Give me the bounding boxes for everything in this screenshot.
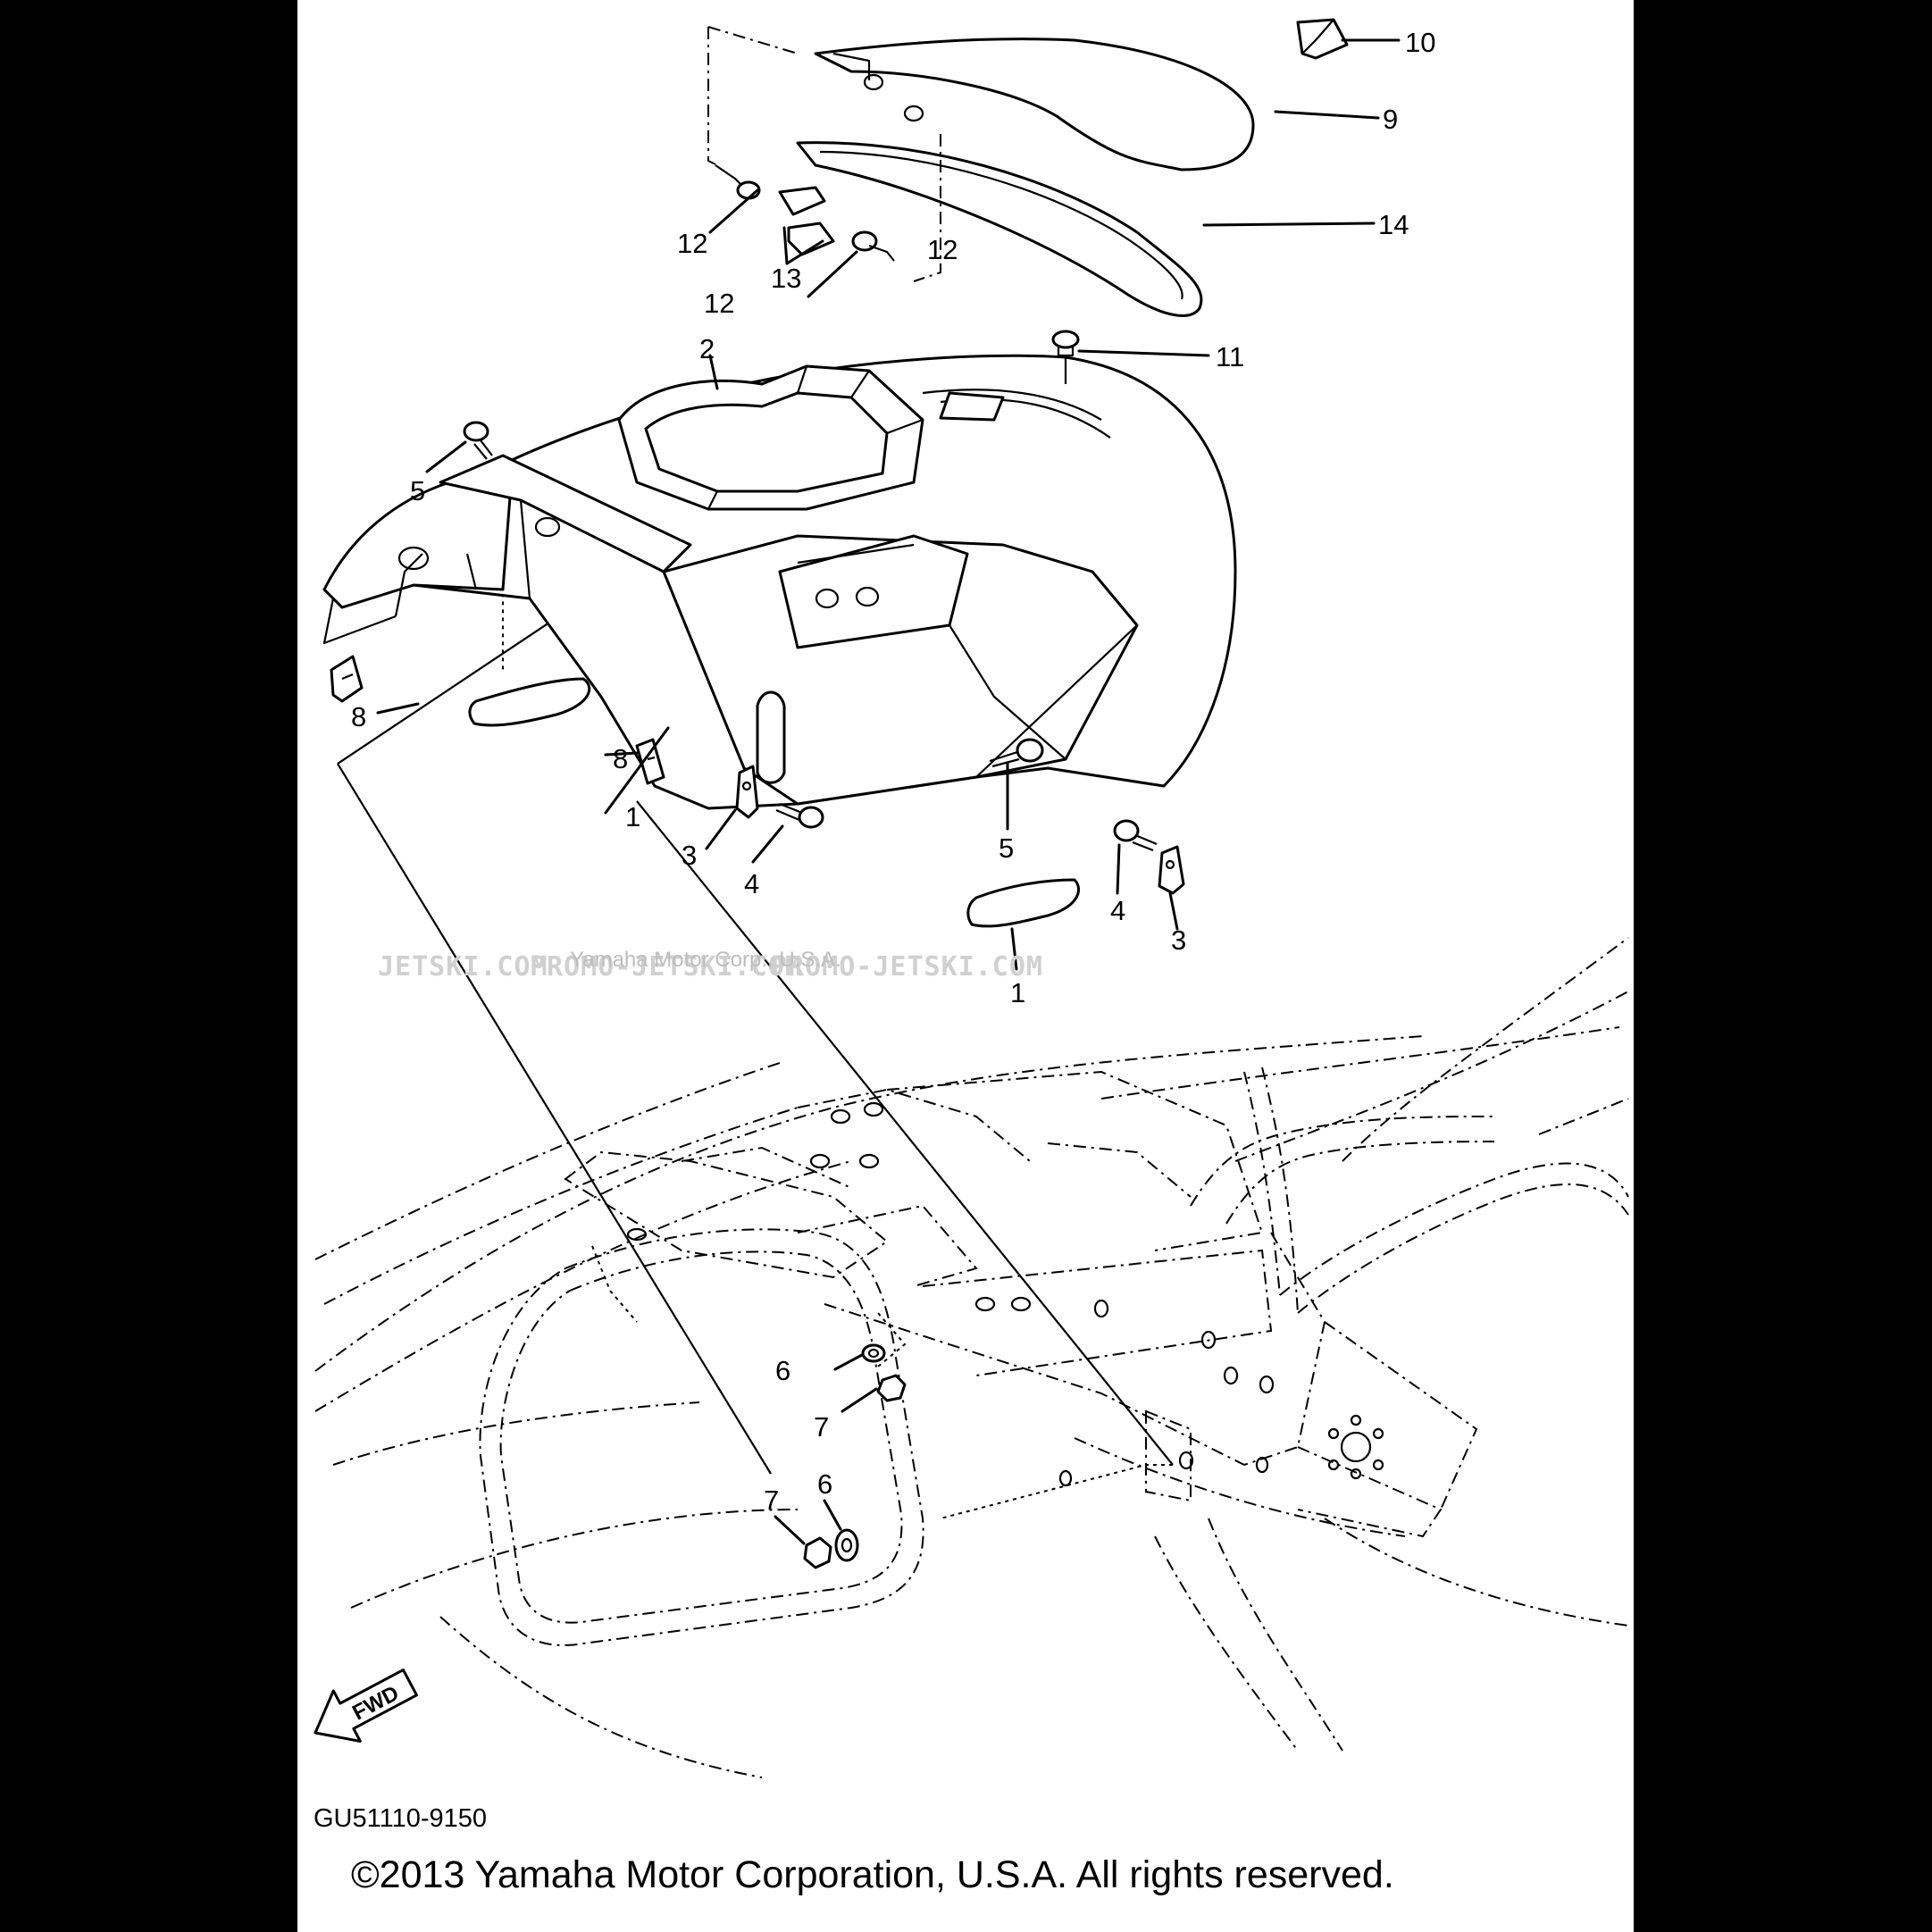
watermark: JETSKI.COM PROMO-JETSKI.COM PROMO-JETSKI… xyxy=(378,948,1043,983)
callout-7-b: 7 xyxy=(764,1485,779,1516)
part-6-washer-icon xyxy=(861,1343,886,1363)
watermark-left: JETSKI.COM xyxy=(378,951,548,983)
callout-14: 14 xyxy=(1378,209,1409,240)
callout-2: 2 xyxy=(699,333,715,364)
callout-leader-lines xyxy=(376,38,1401,1545)
callout-8-b: 8 xyxy=(613,743,628,774)
part-3-bracket-icon xyxy=(1158,845,1185,895)
part-7-nut-icon xyxy=(803,1536,832,1569)
callout-7-a: 7 xyxy=(814,1411,829,1443)
part-5-bolt-icon xyxy=(989,738,1044,768)
rear-cover-assembly xyxy=(322,354,1237,810)
part-3-bracket-icon xyxy=(735,765,759,819)
seat-gasket-14 xyxy=(796,141,1203,317)
callout-12-c: 12 xyxy=(704,288,734,319)
callout-3-b: 3 xyxy=(1171,924,1186,956)
part-7-nut-icon xyxy=(876,1374,907,1402)
seat-cushion-9 xyxy=(814,38,1255,171)
watermark-faint: Yamaha Motor Corp., U.S.A. xyxy=(570,948,841,972)
callout-11: 11 xyxy=(1216,341,1244,372)
part-10-cap-icon xyxy=(1296,18,1349,60)
diagram-sheet: 10 9 14 11 12 12 13 12 2 5 8 8 1 3 4 5 4… xyxy=(297,0,1634,1932)
part-12-bolt-icon xyxy=(851,230,895,262)
callout-13: 13 xyxy=(771,263,801,294)
part-11-bolt-icon xyxy=(1051,330,1080,384)
callout-4-a: 4 xyxy=(744,868,759,899)
watermark-right: PROMO-JETSKI.COM xyxy=(771,951,1043,983)
callout-1-a: 1 xyxy=(625,801,640,832)
diagram-code: GU51110-9150 xyxy=(314,1804,488,1833)
rear-deck-plates xyxy=(564,1070,1495,1538)
part-13-clip-icon xyxy=(778,186,835,256)
callout-5-a: 5 xyxy=(410,475,425,506)
copyright-notice: ©2013 Yamaha Motor Corporation, U.S.A. A… xyxy=(351,1853,1394,1896)
callout-9: 9 xyxy=(1383,104,1398,135)
part-1-pad-icon xyxy=(966,878,1080,928)
seat-assembly-bracket xyxy=(707,26,941,282)
callout-3-a: 3 xyxy=(682,840,697,871)
callout-5-b: 5 xyxy=(999,832,1014,864)
part-1-pad-icon xyxy=(468,677,591,727)
callout-6-b: 6 xyxy=(817,1468,832,1500)
grab-handle-frame xyxy=(1243,1066,1629,1314)
forward-direction-arrow: FWD xyxy=(314,1669,418,1743)
deck-mount-holes xyxy=(626,1101,1384,1487)
storage-compartment-outline xyxy=(439,1228,924,1778)
part-4-bolt-icon xyxy=(1113,819,1158,852)
callout-10: 10 xyxy=(1405,27,1435,58)
callout-1-b: 1 xyxy=(1010,977,1025,1008)
callout-8-a: 8 xyxy=(351,701,366,732)
part-8-clip-nut-icon xyxy=(635,738,665,785)
part-4-bolt-icon xyxy=(775,802,824,829)
part-6-washer-icon xyxy=(834,1528,859,1562)
watermark-center: PROMO-JETSKI.COM xyxy=(530,951,802,983)
part-8-clip-nut-icon xyxy=(330,655,364,703)
callout-12-b: 12 xyxy=(677,228,707,259)
callout-numbers: 10 9 14 11 12 12 13 12 2 5 8 8 1 3 4 5 4… xyxy=(351,27,1435,1516)
exploded-parts-diagram: 10 9 14 11 12 12 13 12 2 5 8 8 1 3 4 5 4… xyxy=(314,18,1629,1778)
callout-6-a: 6 xyxy=(775,1355,790,1386)
callout-12-a: 12 xyxy=(927,234,958,265)
part-5-bolt-icon xyxy=(463,421,493,460)
hull-deck-outline xyxy=(314,937,1629,1752)
callout-4-b: 4 xyxy=(1110,895,1125,926)
